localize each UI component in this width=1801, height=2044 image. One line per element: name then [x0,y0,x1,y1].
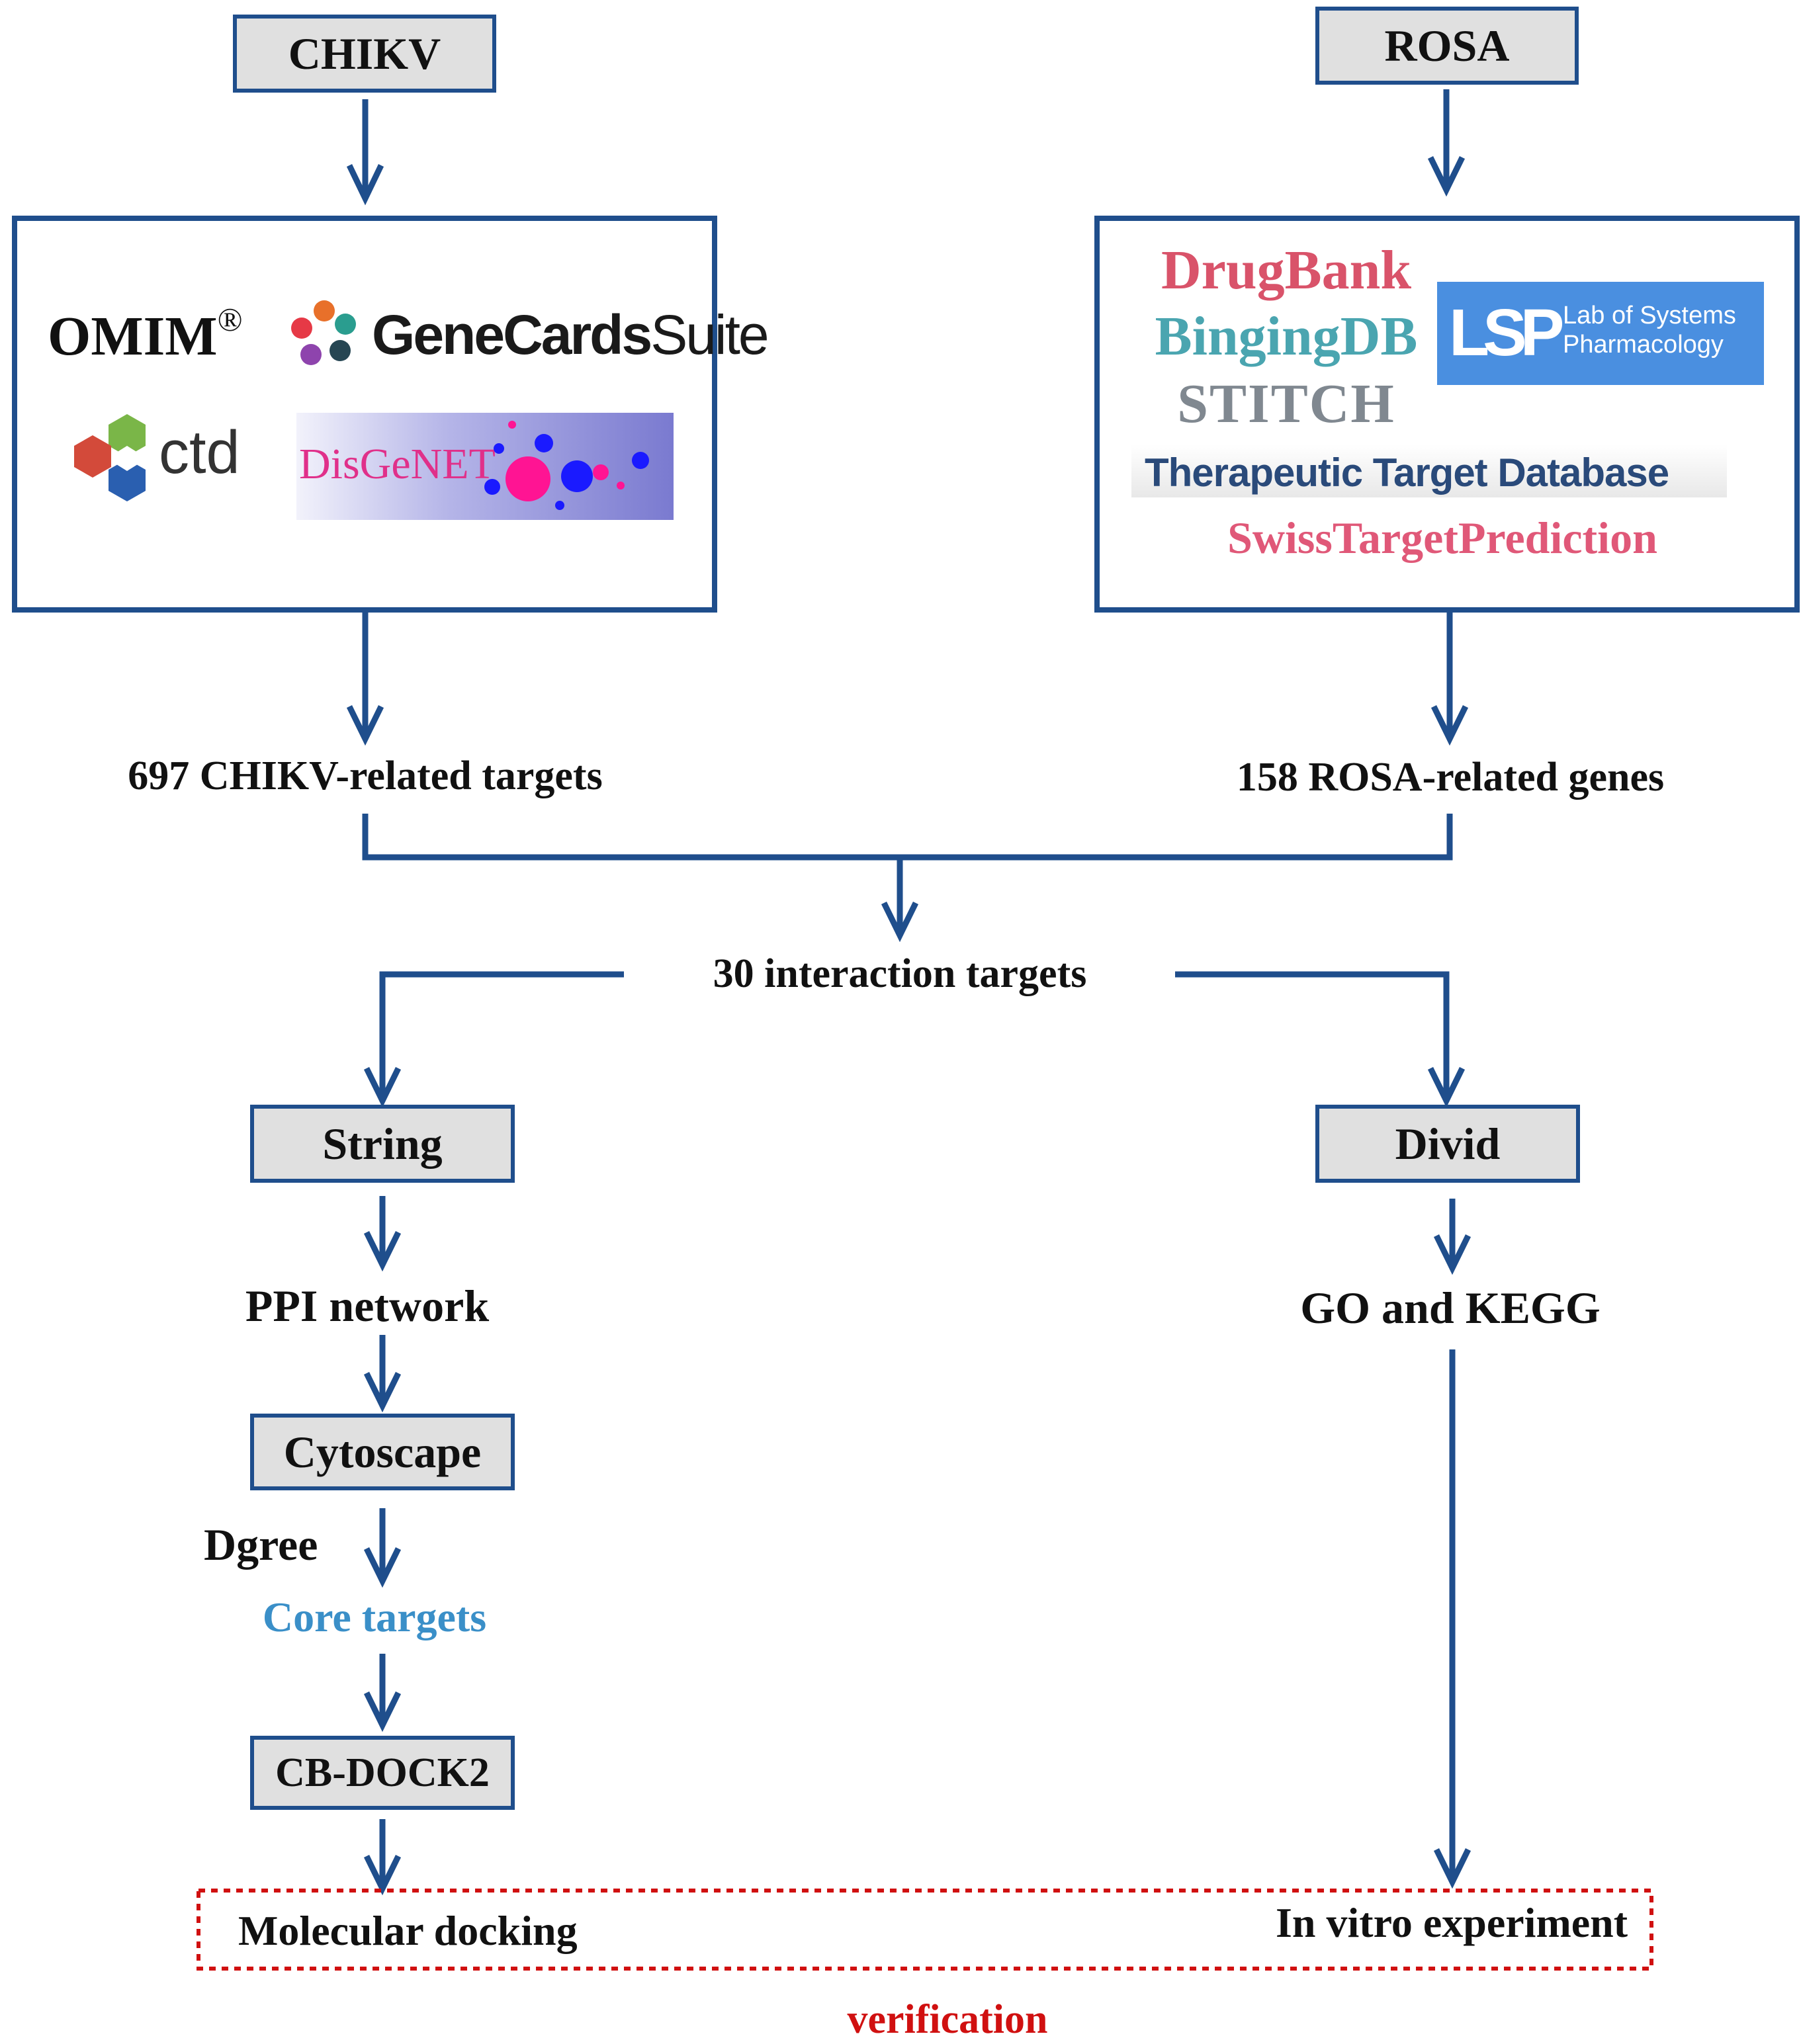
lsp-line2: Pharmacology [1563,331,1724,359]
core-targets-label: Core targets [262,1594,487,1640]
go-kegg-label: GO and KEGG [1300,1283,1601,1333]
lsp-logo: LSP Lab of Systems Pharmacology [1437,282,1764,385]
disgenet-logo: DisGeNET [296,413,674,520]
omim-text: OMIM [48,306,218,367]
ctd-text: ctd [159,419,240,486]
divid-label: Divid [1395,1118,1501,1169]
interaction-targets: 30 interaction targets [713,951,1087,996]
chikv-box: CHIKV [233,15,496,93]
ppi-network-label: PPI network [245,1281,490,1331]
molecular-docking-label: Molecular docking [238,1907,578,1954]
cytoscape-label: Cytoscape [283,1426,482,1477]
divid-box: Divid [1315,1105,1580,1183]
omim-registered-mark: ® [217,301,243,338]
genecards-flower-icon [291,300,356,365]
disgenet-network-icon [484,421,649,510]
stitch-logo: STITCH [1177,373,1395,435]
rosa-label: ROSA [1384,20,1510,71]
genecards-text: GeneCards [372,304,652,366]
degree-label: Dgree [204,1519,318,1570]
swisstargetprediction-logo: SwissTargetPrediction [1227,513,1657,563]
cb-dock2-box: CB-DOCK2 [250,1736,515,1810]
chikv-targets-count: 697 CHIKV-related targets [128,753,603,798]
string-label: String [322,1118,443,1169]
cb-dock2-label: CB-DOCK2 [275,1750,490,1795]
verification-frame [197,1889,1653,1971]
lsp-mark: LSP [1449,296,1565,370]
rosa-genes-count: 158 ROSA-related genes [1236,755,1665,800]
omim-logo: OMIM® [48,301,243,368]
string-box: String [250,1105,515,1183]
rosa-box: ROSA [1315,7,1579,85]
lsp-line1: Lab of Systems [1563,302,1736,329]
drugbank-logo: DrugBank [1161,239,1412,301]
genecards-suite-text: Suite [650,304,769,366]
ttd-logo: Therapeutic Target Database [1131,445,1727,497]
bindingdb-logo: BingingDB [1155,306,1418,367]
chikv-label: CHIKV [288,28,441,79]
ctd-hexagon-icon [74,414,146,501]
ttd-text: Therapeutic Target Database [1145,450,1669,495]
in-vitro-experiment-label: In vitro experiment [1276,1899,1628,1946]
cytoscape-box: Cytoscape [250,1414,515,1490]
disgenet-text: DisGeNET [299,440,496,488]
verification-label: verification [847,1997,1048,2042]
